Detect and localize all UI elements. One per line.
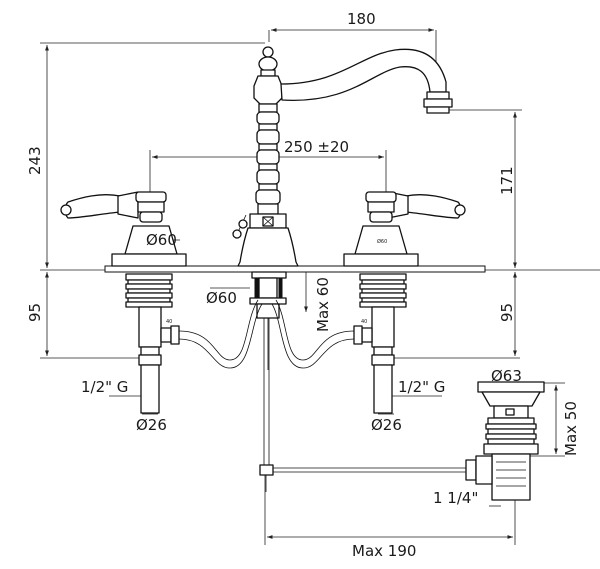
- dim-center-rosette: Ø60: [206, 289, 237, 307]
- dim-left-thread: 1/2" G: [81, 378, 128, 396]
- dim-spout-height: 171: [498, 166, 516, 195]
- dim-right-under: 95: [498, 303, 516, 322]
- left-valve: [60, 191, 187, 414]
- dim-right-thread: 1/2" G: [398, 378, 445, 396]
- mini-label-valve-right: 40: [361, 319, 367, 325]
- popup-rod: [259, 318, 466, 492]
- flex-hoses: [178, 299, 355, 369]
- dim-total-height: 243: [26, 146, 44, 175]
- dim-left-under: 95: [26, 303, 44, 322]
- dim-waste-thread: 1 1/4": [433, 489, 478, 507]
- dim-left-rosette: Ø60: [146, 231, 177, 249]
- dim-spout-reach: 180: [347, 10, 376, 28]
- right-valve: [343, 191, 466, 414]
- dim-max-deck: Max 60: [314, 277, 332, 332]
- dim-waste-max: Max 50: [562, 401, 580, 456]
- mini-label-valve-left: 40: [166, 319, 172, 325]
- dim-right-shank: Ø26: [371, 416, 402, 434]
- spout-assembly: [232, 46, 453, 370]
- mini-label-rosette-right: Ø60: [377, 238, 387, 245]
- dim-left-shank: Ø26: [136, 416, 167, 434]
- dim-centers: 250 ±20: [284, 138, 349, 156]
- dim-waste-diameter: Ø63: [491, 367, 522, 385]
- deck-plate: [104, 265, 486, 273]
- waste-assembly: [465, 381, 545, 501]
- dim-rod-max: Max 190: [352, 542, 416, 560]
